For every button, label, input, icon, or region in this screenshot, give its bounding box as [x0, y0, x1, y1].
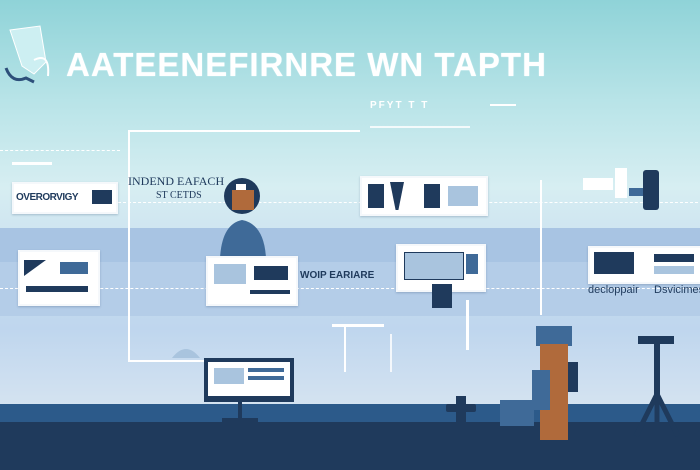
connector-bottom — [128, 360, 218, 362]
card-header — [254, 266, 288, 280]
chart-footer — [26, 286, 88, 292]
middle-band-lower — [0, 262, 700, 316]
subtitle-underline — [370, 126, 470, 128]
barcode-block — [92, 190, 112, 204]
card-side — [466, 254, 478, 274]
floor-band — [0, 420, 700, 470]
card-screen — [404, 252, 464, 280]
top-center-panel — [360, 176, 488, 216]
connector-top — [128, 130, 360, 132]
monitor-base — [222, 418, 258, 422]
connector-left — [128, 130, 130, 362]
tripod-icon — [633, 336, 681, 438]
card-image — [214, 264, 246, 284]
card-tab — [12, 162, 52, 165]
monitor-stand — [238, 402, 242, 420]
card-stand — [432, 284, 452, 308]
right-label-1: decloppair — [588, 284, 639, 296]
robot-icon — [583, 168, 659, 210]
overview-card: OVERORVIGY — [12, 182, 118, 214]
right-middle-card — [588, 246, 700, 284]
lamp-bar — [332, 324, 384, 327]
panel-block-3 — [424, 184, 440, 208]
subtitle: PFYT T T — [370, 100, 430, 111]
dash-line-3 — [0, 288, 700, 289]
lamp-pole — [344, 326, 346, 372]
card-block-right-2 — [654, 266, 694, 274]
panel-block-4 — [448, 186, 478, 206]
overview-card-label: OVERORVIGY — [16, 192, 79, 203]
right-label-2: Dsvicimes — [654, 284, 700, 296]
vertical-arrow — [540, 180, 542, 315]
printer-icon — [532, 326, 578, 440]
dash-line-1 — [0, 150, 120, 151]
person-icon — [220, 178, 266, 258]
card-line — [250, 290, 290, 294]
chart-bars — [60, 262, 88, 274]
monitor-icon — [172, 349, 294, 402]
pole-2 — [390, 334, 392, 372]
panel-block-2 — [390, 182, 404, 210]
page-title: AATEENEFIRNRE WN TAPTH — [66, 46, 547, 83]
center-row-label: WOIP EARIARE — [300, 270, 375, 281]
note-line-1: INDEND EAFACH — [128, 174, 225, 188]
pole-3 — [466, 300, 469, 350]
note-line-2: ST CETDS — [156, 190, 202, 201]
desk-lamp-icon — [446, 396, 534, 436]
logo-icon — [4, 25, 50, 84]
panel-block-1 — [368, 184, 384, 208]
card-block-right — [654, 254, 694, 262]
left-middle-card — [18, 250, 100, 306]
chart-thumb — [24, 260, 46, 276]
card-block-left — [594, 252, 634, 274]
center-middle-card — [206, 256, 298, 306]
floor-edge — [0, 404, 700, 422]
subtitle-rule — [490, 104, 516, 106]
